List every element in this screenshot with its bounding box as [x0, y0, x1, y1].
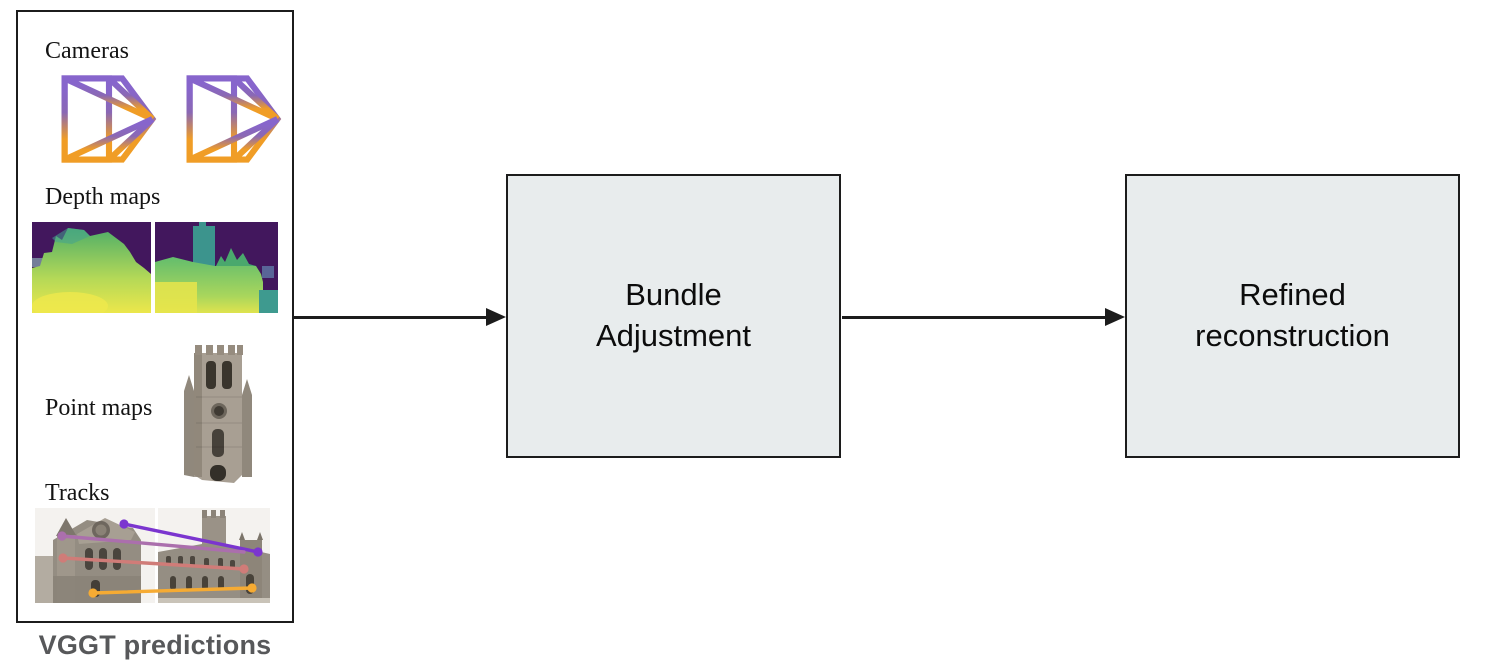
tracked-matches-thumbnail [35, 508, 155, 603]
vggt-predictions-panel: Cameras Depth maps [16, 10, 294, 623]
depth-map-thumbnail [32, 222, 151, 313]
arrow-ba-to-refined [842, 316, 1106, 319]
depth-maps-label: Depth maps [45, 184, 161, 210]
refined-reconstruction-label: Refined reconstruction [1195, 277, 1390, 353]
refined-reconstruction-node: Refined reconstruction [1125, 174, 1460, 458]
arrowhead-icon [486, 308, 506, 326]
arrowhead-icon [1105, 308, 1125, 326]
camera-frustum-icon [61, 75, 157, 163]
panel-caption: VGGT predictions [38, 630, 272, 660]
tracked-matches-thumbnail [158, 508, 270, 603]
point-maps-label: Point maps [45, 395, 153, 421]
point-map-thumbnail [184, 345, 252, 483]
tracks-label: Tracks [45, 480, 110, 506]
bundle-adjustment-node: Bundle Adjustment [506, 174, 841, 458]
camera-frustum-icon [186, 75, 282, 163]
arrow-panel-to-ba [294, 316, 488, 319]
depth-map-thumbnail [155, 222, 278, 313]
bundle-adjustment-label: Bundle Adjustment [595, 277, 752, 353]
cameras-label: Cameras [45, 38, 129, 64]
